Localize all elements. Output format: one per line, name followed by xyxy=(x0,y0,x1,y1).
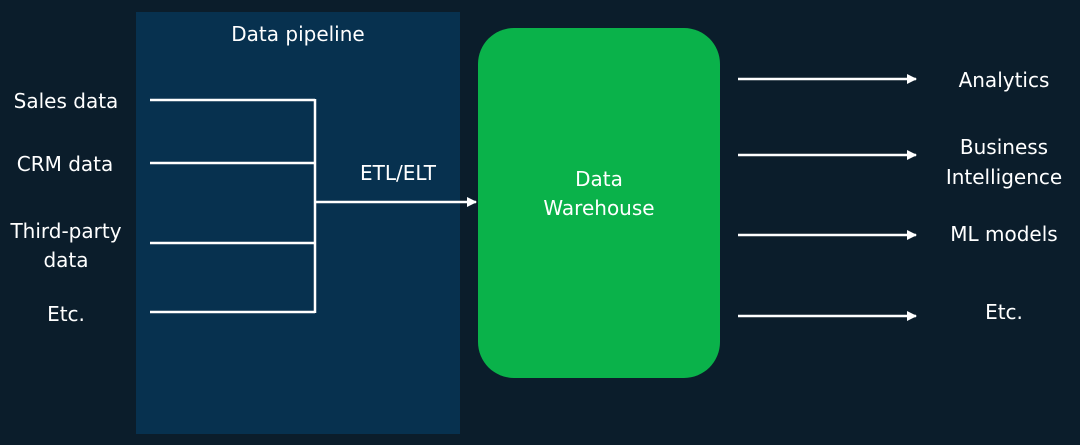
source-third-party-line1: Third-party xyxy=(10,219,122,243)
etl-elt-label: ETL/ELT xyxy=(360,161,436,185)
source-etc: Etc. xyxy=(47,302,85,326)
warehouse-label-line2: Warehouse xyxy=(543,196,655,220)
source-crm-data: CRM data xyxy=(16,152,114,176)
output-etc: Etc. xyxy=(985,300,1023,324)
pipeline-panel xyxy=(136,12,460,434)
source-sales-data: Sales data xyxy=(13,89,119,113)
output-ml-models: ML models xyxy=(950,222,1058,246)
data-warehouse-box: Data Warehouse xyxy=(478,28,720,378)
source-third-party-line2: data xyxy=(43,248,89,272)
warehouse-label-line1: Data xyxy=(575,167,623,191)
output-analytics: Analytics xyxy=(958,68,1050,92)
output-business-line1: Business xyxy=(959,135,1049,159)
output-business-line2: Intelligence xyxy=(945,165,1063,189)
pipeline-title: Data pipeline xyxy=(231,22,365,46)
